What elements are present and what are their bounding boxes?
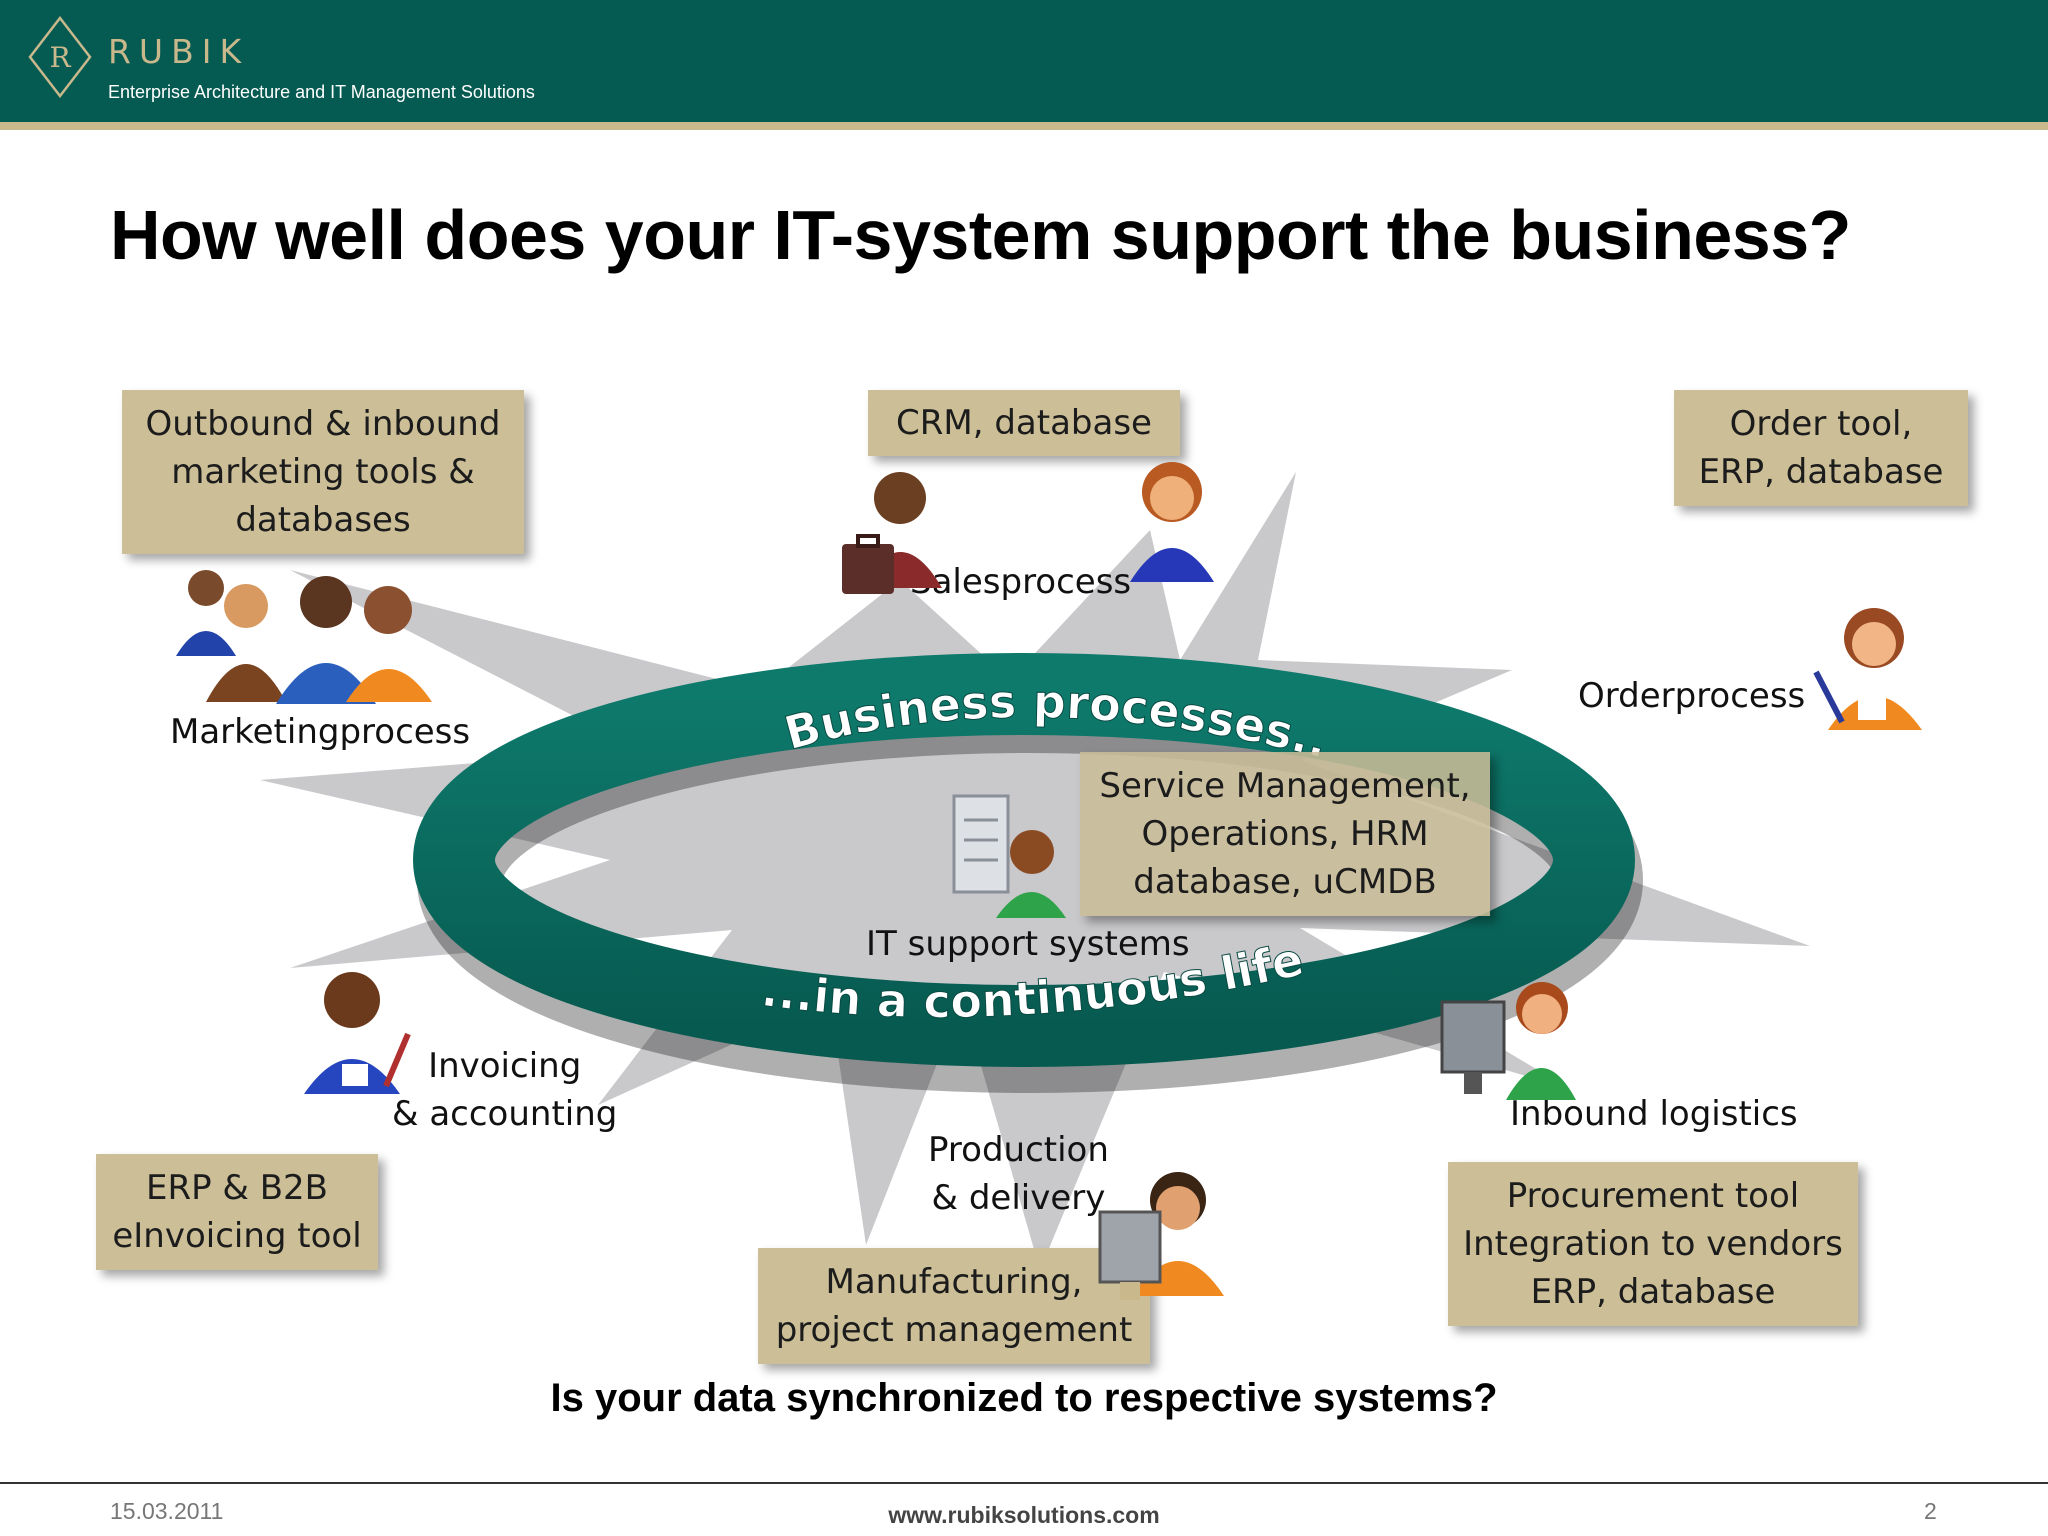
monitor-icon	[1440, 982, 1576, 1100]
it-support-label: IT support systems	[866, 924, 1190, 964]
inbound-tools-box: Procurement tool Integration to vendors …	[1448, 1162, 1858, 1326]
woman-icon	[1130, 462, 1214, 582]
businessman-briefcase-icon	[842, 472, 942, 594]
production-tools-box: Manufacturing, project management	[758, 1248, 1150, 1364]
header-bar	[0, 0, 2048, 122]
man-writing-icon	[304, 972, 411, 1094]
sales-process-label: Salesprocess	[910, 562, 1132, 602]
it-support-tools-box: Service Management, Operations, HRM data…	[1080, 752, 1490, 916]
sales-tools-box: CRM, database	[868, 390, 1180, 456]
slide-title: How well does your IT-system support the…	[110, 196, 1851, 274]
production-process-label: Production & delivery	[928, 1130, 1109, 1218]
invoicing-tools-box: ERP & B2B eInvoicing tool	[96, 1154, 378, 1270]
invoicing-process-label: Invoicing & accounting	[392, 1046, 618, 1134]
header-accent-line	[0, 122, 2048, 130]
people-group-icon	[176, 570, 432, 704]
monitor-worker-icon	[1098, 1172, 1224, 1300]
brand-tagline: Enterprise Architecture and IT Managemen…	[108, 82, 535, 102]
woman-writing-icon	[1813, 608, 1922, 730]
footer-date: 15.03.2011	[110, 1498, 224, 1524]
page-number: 2	[1924, 1498, 1937, 1524]
order-tools-box: Order tool, ERP, database	[1674, 390, 1968, 506]
lifecycle-ring	[413, 653, 1635, 1067]
synchronization-question: Is your data synchronized to respective …	[550, 1376, 1498, 1420]
logo-diamond-icon: R	[28, 16, 92, 98]
server-icon	[952, 794, 1066, 918]
marketing-tools-box: Outbound & inbound marketing tools & dat…	[122, 390, 524, 554]
inbound-logistics-label: Inbound logistics	[1510, 1094, 1798, 1134]
footer-url[interactable]: www.rubiksolutions.com	[888, 1502, 1160, 1528]
logo-letter: R	[49, 41, 71, 74]
brand-name: RUBIK	[108, 32, 250, 71]
order-process-label: Orderprocess	[1578, 676, 1806, 716]
footer-divider	[0, 1482, 2048, 1484]
marketing-process-label: Marketingprocess	[170, 712, 471, 752]
